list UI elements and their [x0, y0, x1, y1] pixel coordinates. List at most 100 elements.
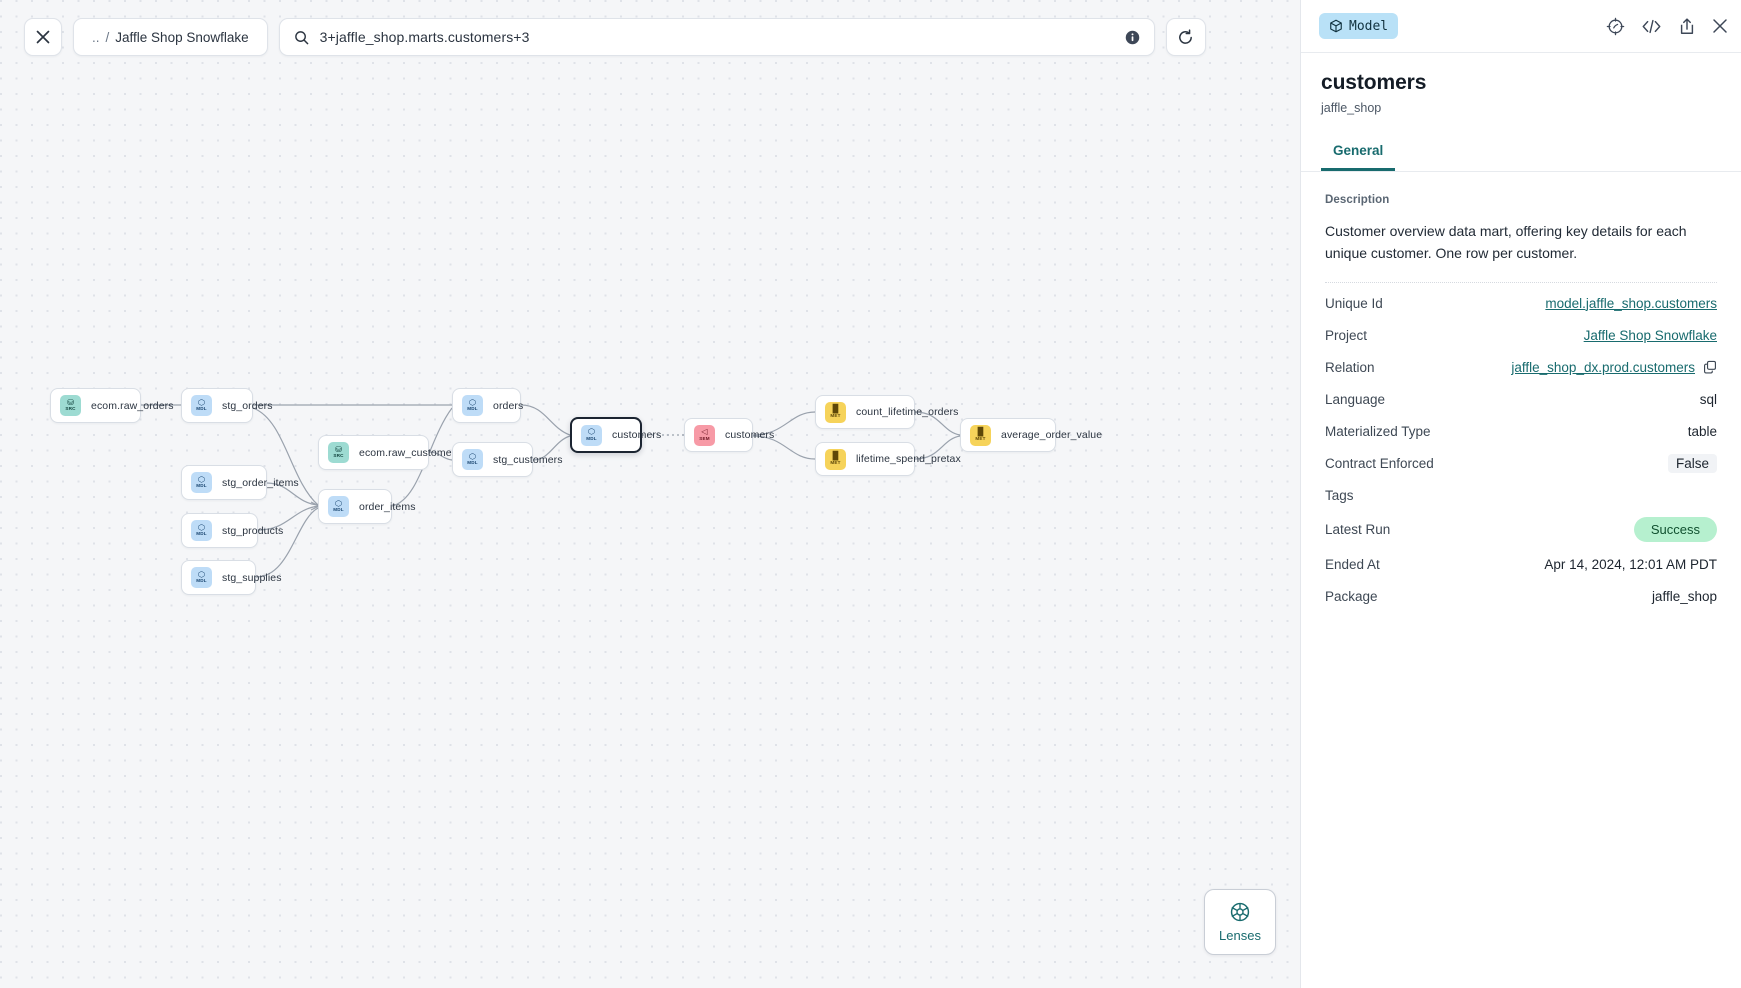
lineage-node-stg_orders[interactable]: ⬡MDL stg_orders	[181, 388, 273, 423]
lineage-node-label: stg_products	[222, 524, 284, 537]
detail-key: Tags	[1325, 487, 1354, 503]
mdl-badge-icon: ⬡MDL	[191, 567, 212, 588]
refresh-button[interactable]	[1165, 18, 1206, 56]
mdl-badge-icon: ⬡MDL	[191, 395, 212, 416]
mdl-badge-icon: ⬡MDL	[191, 472, 212, 493]
close-icon[interactable]	[1712, 18, 1728, 34]
detail-row-tags: Tags	[1325, 479, 1717, 511]
lineage-node-label: stg_orders	[222, 399, 273, 412]
page-title: customers	[1321, 71, 1427, 94]
detail-row-contract-enforced: Contract Enforced False	[1325, 447, 1717, 479]
detail-value[interactable]: Jaffle Shop Snowflake	[1583, 327, 1717, 343]
lineage-node-count_lifetime_orders[interactable]: █MET count_lifetime_orders	[815, 395, 958, 429]
detail-key: Package	[1325, 588, 1378, 604]
src-badge-icon: ⛁SRC	[60, 395, 81, 416]
src-badge-icon: ⛁SRC	[328, 442, 349, 463]
search-bar[interactable]: 3+jaffle_shop.marts.customers+3	[278, 18, 1155, 56]
detail-key: Ended At	[1325, 556, 1380, 572]
lineage-node-order_items[interactable]: ⬡MDL order_items	[318, 489, 415, 524]
detail-value-wrap: Success	[1633, 517, 1717, 543]
aperture-icon	[1230, 902, 1250, 922]
panel-action-icons	[1606, 17, 1728, 36]
detail-row-latest-run: Latest Run Success	[1325, 511, 1717, 548]
lenses-label: Lenses	[1219, 928, 1261, 943]
description-text: Customer overview data mart, offering ke…	[1325, 223, 1687, 262]
detail-value[interactable]: model.jaffle_shop.customers	[1545, 295, 1717, 311]
lenses-button[interactable]: Lenses	[1204, 889, 1276, 955]
detail-key: Contract Enforced	[1325, 455, 1434, 471]
lineage-node-lifetime_spend_pretax[interactable]: █MET lifetime_spend_pretax	[815, 442, 961, 476]
detail-value: table	[1687, 423, 1717, 439]
lineage-node-label: lifetime_spend_pretax	[856, 453, 961, 465]
refresh-icon	[1179, 28, 1193, 44]
detail-value: False	[1667, 453, 1717, 473]
detail-value-wrap: jaffle_shop	[1652, 589, 1717, 604]
lineage-node-label: stg_customers	[493, 453, 563, 466]
lineage-node-stg_order_items[interactable]: ⬡MDL stg_order_items	[181, 465, 299, 500]
met-badge-icon: █MET	[825, 401, 846, 423]
search-input[interactable]: 3+jaffle_shop.marts.customers+3	[319, 29, 530, 45]
met-badge-icon: █MET	[825, 448, 846, 470]
met-badge-icon: █MET	[970, 424, 991, 446]
breadcrumb-prefix: ..	[92, 29, 100, 45]
close-lineage-button[interactable]	[24, 18, 62, 56]
mdl-badge-icon: ⬡MDL	[191, 520, 212, 541]
detail-row-package: Package jaffle_shop	[1325, 580, 1717, 612]
detail-value: sql	[1699, 391, 1717, 407]
lineage-node-label: orders	[493, 399, 524, 412]
mdl-badge-icon: ⬡MDL	[328, 496, 349, 517]
detail-value-wrap: Apr 14, 2024, 12:01 AM PDT	[1544, 557, 1717, 572]
detail-value-wrap: model.jaffle_shop.customers	[1545, 296, 1717, 311]
detail-key: Project	[1325, 327, 1368, 343]
details-panel: Model	[1300, 0, 1741, 988]
detail-value-wrap: Jaffle Shop Snowflake	[1584, 328, 1717, 343]
lineage-node-label: order_items	[359, 500, 416, 513]
breadcrumb-separator: /	[105, 29, 110, 45]
detail-value-wrap: jaffle_shop_dx.prod.customers	[1511, 360, 1717, 375]
breadcrumb[interactable]: .. / Jaffle Shop Snowflake	[73, 18, 268, 56]
detail-row-language: Language sql	[1325, 383, 1717, 415]
share-icon[interactable]	[1678, 17, 1696, 36]
detail-value[interactable]: jaffle_shop_dx.prod.customers	[1511, 359, 1695, 375]
breadcrumb-project: Jaffle Shop Snowflake	[115, 29, 249, 45]
copy-icon[interactable]	[1703, 360, 1717, 374]
detail-value-wrap: sql	[1700, 392, 1717, 407]
code-icon[interactable]	[1641, 17, 1662, 36]
panel-tabs: General	[1301, 137, 1741, 172]
close-icon	[36, 30, 50, 44]
sem-badge-icon: ◁SEM	[694, 424, 715, 446]
info-icon[interactable]	[1125, 30, 1140, 45]
lineage-node-label: stg_order_items	[222, 476, 299, 489]
lineage-node-stg_products[interactable]: ⬡MDL stg_products	[181, 513, 283, 548]
detail-key: Latest Run	[1325, 522, 1391, 538]
resource-type-chip[interactable]: Model	[1319, 13, 1399, 39]
page-subtitle: jaffle_shop	[1321, 101, 1382, 115]
lineage-node-label: ecom.raw_customers	[359, 446, 461, 459]
tab-general[interactable]: General	[1321, 137, 1396, 171]
search-icon	[294, 30, 308, 44]
resource-type-label: Model	[1349, 18, 1389, 34]
lineage-canvas[interactable]: .. / Jaffle Shop Snowflake 3+jaffle_shop…	[0, 0, 1300, 988]
lineage-node-label: count_lifetime_orders	[856, 406, 959, 418]
cube-icon	[1330, 19, 1342, 33]
detail-value-wrap: False	[1667, 453, 1717, 473]
lineage-node-ecom_raw_customers[interactable]: ⛁SRC ecom.raw_customers	[318, 435, 460, 470]
detail-value: jaffle_shop	[1651, 588, 1717, 604]
detail-value: Apr 14, 2024, 12:01 AM PDT	[1544, 556, 1717, 572]
detail-value-wrap: table	[1688, 424, 1717, 439]
detail-row-ended-at: Ended At Apr 14, 2024, 12:01 AM PDT	[1325, 548, 1717, 580]
lens-icon[interactable]	[1606, 17, 1625, 36]
detail-key: Language	[1325, 391, 1386, 407]
